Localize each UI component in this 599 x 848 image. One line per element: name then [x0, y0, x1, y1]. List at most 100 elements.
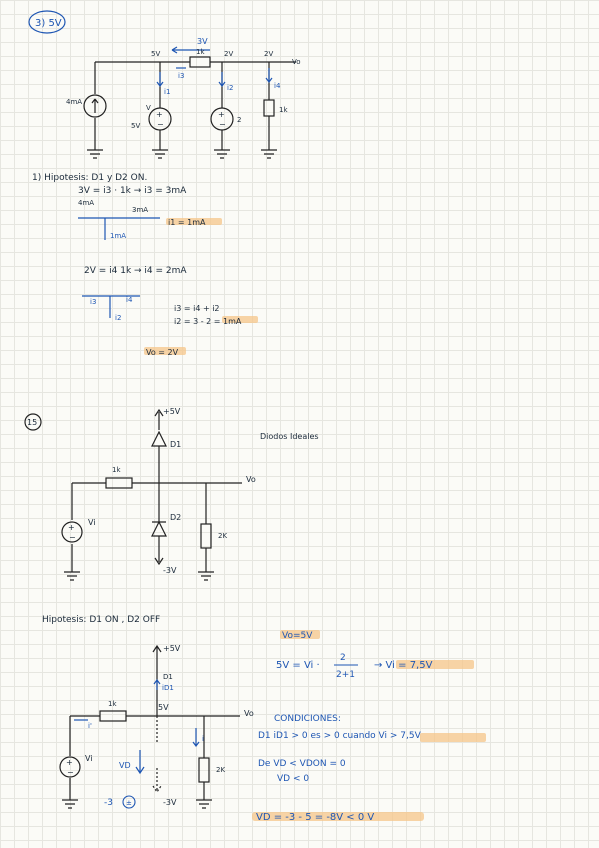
problem-2: 15 +5V D1 Diodos Ideales 1k Vo + − Vi D2… [24, 407, 486, 823]
svg-text:±: ± [126, 799, 132, 807]
voltage-source-2v [210, 107, 234, 131]
node-a-down: 1mA [110, 232, 126, 240]
resistor-1k-top [189, 56, 211, 68]
i-label: i [202, 735, 204, 743]
resistor-2k-2 [198, 757, 210, 783]
svg-text:−: − [157, 120, 164, 129]
solution: Vo=5V 5V = Vi · 2 2+1 → Vi = 7,5V CONDIC… [252, 630, 486, 823]
source2-label: 2 [237, 116, 241, 124]
svg-text:+: + [218, 110, 225, 119]
vd-label: VD [119, 761, 131, 770]
circuit-1: 3V 5V 1k 2V 2V Vo i3 4mA i1 + − V 5V [66, 37, 301, 159]
supply-negative-2: -3V [163, 798, 177, 807]
current-i4: i4 [274, 82, 281, 90]
node-voltage-5v: 5V [158, 703, 169, 712]
condition-2: De VD < VDON = 0 [258, 759, 346, 769]
vi-source [61, 521, 83, 543]
arrow-label: 3V [197, 37, 208, 46]
resistor-label-2: 1k [108, 700, 117, 708]
resistor-2k-label-2: 2K [216, 766, 225, 774]
diode-d1 [151, 430, 167, 447]
highlight-vo [144, 347, 186, 355]
node-right-voltage: 2V [264, 50, 273, 58]
equation-right: → Vi = 7,5V [374, 660, 433, 671]
supply-positive: +5V [163, 407, 181, 416]
node-a-in: 4mA [78, 199, 94, 207]
diode-d2 [151, 520, 167, 537]
problem-1-number: 3) 5V [35, 18, 62, 29]
resistor-top-label: 1k [196, 48, 205, 56]
equation-kcl: i3 = i4 + i2 [174, 304, 220, 313]
vo-result: Vo = 2V [146, 348, 179, 357]
highlight-i2 [222, 316, 258, 323]
diode-d1-label: D1 [170, 440, 181, 449]
svg-text:+: + [156, 110, 163, 119]
hypothesis-1: 1) Hipotesis: D1 y D2 ON. [32, 173, 147, 183]
circuit-2: +5V D1 Diodos Ideales 1k Vo + − Vi D2 -3… [61, 407, 319, 581]
node-a-out: 3mA [132, 206, 148, 214]
id1-label: iD1 [162, 684, 174, 692]
problem-number-circle [24, 413, 42, 431]
fraction-numerator: 2 [340, 653, 346, 663]
source-v-value: 5V [131, 122, 140, 130]
resistor-1k-right [263, 99, 275, 117]
equation-i4: 2V = i4 1k → i4 = 2mA [84, 266, 187, 276]
equation-i3: 3V = i3 · 1k → i3 = 3mA [78, 186, 187, 196]
resistor-2k [200, 523, 212, 549]
diode-d2-label: D2 [170, 513, 181, 522]
vi-label-2: Vi [85, 754, 93, 763]
svg-text:−: − [69, 533, 76, 542]
vd-result: VD = -3 - 5 = -8V < 0 V [256, 812, 374, 823]
condition-1: D1 iD1 > 0 es > 0 cuando Vi > 7,5V [258, 731, 422, 741]
conditions-title: CONDICIONES: [274, 714, 341, 724]
neg-source-label: -3 [104, 798, 113, 808]
ideal-diodes-note: Diodos Ideales [260, 432, 319, 441]
resistor-label: 1k [112, 466, 121, 474]
output-label: Vo [246, 475, 256, 484]
resistor-1k-2 [99, 710, 127, 722]
svg-text:+: + [66, 758, 73, 767]
output-label-2: Vo [244, 709, 254, 718]
current-source-4ma [83, 94, 107, 118]
current-i2: i2 [227, 84, 233, 92]
source-v-label: V [146, 104, 151, 112]
supply-negative: -3V [163, 566, 177, 575]
i-prime-label: i' [88, 722, 92, 730]
neg-source-symbol [122, 795, 136, 809]
d1-label-2: D1 [163, 673, 173, 681]
svg-text:+: + [68, 523, 75, 532]
node-b-i2: i2 [115, 314, 121, 322]
vi-label: Vi [88, 518, 96, 527]
problem-2-number: 15 [27, 418, 37, 427]
node-a-sketch [78, 217, 160, 240]
node-mid-voltage: 2V [224, 50, 233, 58]
condition-3: VD < 0 [277, 774, 309, 784]
fraction-denominator: 2+1 [336, 670, 355, 680]
vo-solution: Vo=5V [282, 631, 313, 641]
i1-result: i1 = 1mA [168, 218, 206, 227]
svg-text:−: − [67, 768, 74, 777]
highlight-i1 [166, 218, 222, 225]
hypothesis-2: Hipotesis: D1 ON , D2 OFF [42, 615, 160, 625]
node-b-i4: i4 [126, 296, 133, 304]
vi-source-2 [59, 756, 81, 778]
node-left-voltage: 5V [151, 50, 160, 58]
circuit-3: +5V D1 iD1 5V 1k Vo i' + − Vi VD -3V -3 … [59, 644, 254, 809]
equation-left: 5V = Vi · [276, 660, 320, 671]
resistor-right-label: 1k [279, 106, 288, 114]
problem-1: 3) 5V 3V 5V 1k 2V 2V Vo i3 4mA i1 [28, 10, 301, 357]
node-b-i3: i3 [90, 298, 96, 306]
node-b-sketch [82, 295, 140, 318]
svg-text:−: − [219, 120, 226, 129]
resistor-2k-label: 2K [218, 532, 227, 540]
supply-positive-2: +5V [163, 644, 181, 653]
problem-number-circle [28, 10, 66, 34]
equation-i2: i2 = 3 - 2 = 1mA [174, 317, 242, 326]
current-i1: i1 [164, 88, 170, 96]
resistor-1k [105, 477, 133, 489]
output-label: Vo [292, 58, 301, 66]
current-i3: i3 [178, 72, 184, 80]
voltage-source-5v [148, 107, 172, 131]
voltage-arrow-3v [171, 46, 210, 54]
